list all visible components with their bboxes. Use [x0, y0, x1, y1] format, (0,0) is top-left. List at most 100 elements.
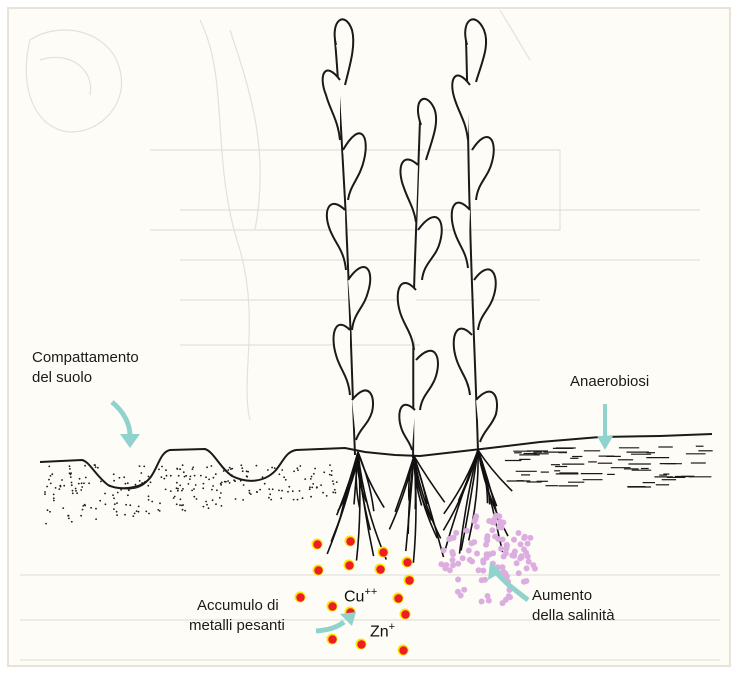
- soil-dot: [208, 479, 210, 481]
- soil-dot: [147, 485, 149, 487]
- soil-dot: [278, 490, 280, 492]
- soil-dot: [71, 521, 73, 523]
- soil-dot: [104, 493, 106, 495]
- soil-dot: [223, 470, 225, 472]
- soil-dot: [312, 483, 314, 485]
- soil-dot: [83, 482, 85, 484]
- soil-dot: [229, 482, 231, 484]
- soil-dot: [219, 497, 221, 499]
- soil-dot: [272, 472, 274, 474]
- soil-dot: [125, 504, 127, 506]
- soil-dot: [177, 490, 179, 492]
- salt-dot: [447, 567, 453, 573]
- soil-dot: [181, 490, 183, 492]
- salt-dot: [461, 587, 467, 593]
- soil-dot: [53, 500, 55, 502]
- soil-dot: [269, 493, 271, 495]
- soil-dot: [140, 472, 142, 474]
- soil-dot: [288, 486, 290, 488]
- soil-dot: [116, 511, 118, 513]
- soil-dot: [329, 474, 331, 476]
- salt-dot: [500, 564, 506, 570]
- soil-dot: [63, 485, 65, 487]
- salt-dot: [530, 562, 536, 568]
- salt-dot: [455, 577, 461, 583]
- metal-dot: [313, 540, 321, 548]
- soil-dot: [44, 491, 46, 493]
- soil-dot: [70, 476, 72, 478]
- soil-dot: [48, 479, 50, 481]
- soil-dot: [69, 472, 71, 474]
- soil-dot: [161, 466, 163, 468]
- soil-dot: [206, 466, 208, 468]
- soil-dot: [333, 483, 335, 485]
- zinc-ion: Zn+: [370, 621, 395, 641]
- soil-dot: [304, 478, 306, 480]
- salt-dot: [525, 554, 531, 560]
- soil-dot: [50, 475, 52, 477]
- soil-dot: [82, 505, 84, 507]
- salt-dot: [455, 561, 461, 567]
- salt-dot: [460, 555, 466, 561]
- salt-dot: [516, 570, 522, 576]
- soil-dot: [80, 489, 82, 491]
- soil-dot: [139, 480, 141, 482]
- soil-dot: [144, 481, 146, 483]
- zinc-ion-charge: +: [389, 621, 395, 633]
- soil-dot: [85, 477, 87, 479]
- soil-dot: [311, 487, 313, 489]
- soil-dot: [51, 473, 53, 475]
- soil-dot: [311, 476, 313, 478]
- soil-dot: [81, 486, 83, 488]
- soil-dot: [302, 497, 304, 499]
- soil-dot: [268, 497, 270, 499]
- soil-dot: [293, 499, 295, 501]
- soil-dot: [184, 510, 186, 512]
- salt-dot: [524, 565, 530, 571]
- heavy-metals-label-line1: Accumulo di: [189, 596, 285, 616]
- metal-dot: [405, 576, 413, 584]
- soil-dot: [105, 503, 107, 505]
- metal-dot: [346, 537, 354, 545]
- soil-dot: [99, 500, 101, 502]
- salt-dot: [443, 562, 449, 568]
- metal-dot: [394, 594, 402, 602]
- soil-dot: [320, 484, 322, 486]
- salt-dot: [500, 537, 506, 543]
- salt-dot: [473, 513, 479, 519]
- soil-dot: [182, 464, 184, 466]
- soil-dot: [297, 499, 299, 501]
- metal-dot: [376, 565, 384, 573]
- soil-dot: [202, 487, 204, 489]
- soil-dot: [310, 496, 312, 498]
- soil-dot: [138, 506, 140, 508]
- copper-ion: Cu++: [344, 586, 377, 606]
- soil-dot: [268, 488, 270, 490]
- salt-dot: [480, 568, 486, 574]
- salt-dot: [525, 541, 531, 547]
- soil-dot: [283, 476, 285, 478]
- soil-dot: [170, 475, 172, 477]
- soil-dot: [61, 479, 63, 481]
- soil-dot: [119, 477, 121, 479]
- salt-dot: [527, 535, 533, 541]
- soil-dot: [82, 509, 84, 511]
- soil-dot: [221, 505, 223, 507]
- salt-dot: [518, 541, 524, 547]
- soil-dot: [293, 470, 295, 472]
- salt-dot: [496, 524, 502, 530]
- soil-dot: [97, 467, 99, 469]
- salt-dot: [479, 599, 485, 605]
- soil-dot: [212, 499, 214, 501]
- soil-dot: [127, 482, 129, 484]
- soil-dot: [215, 473, 217, 475]
- soil-dot: [287, 491, 289, 493]
- salt-dot: [448, 535, 454, 541]
- metal-dot: [328, 635, 336, 643]
- soil-dot: [310, 478, 312, 480]
- soil-dot: [141, 482, 143, 484]
- soil-dot: [68, 518, 70, 520]
- soil-dot: [84, 504, 86, 506]
- salt-dot: [519, 554, 525, 560]
- metal-dot: [379, 548, 387, 556]
